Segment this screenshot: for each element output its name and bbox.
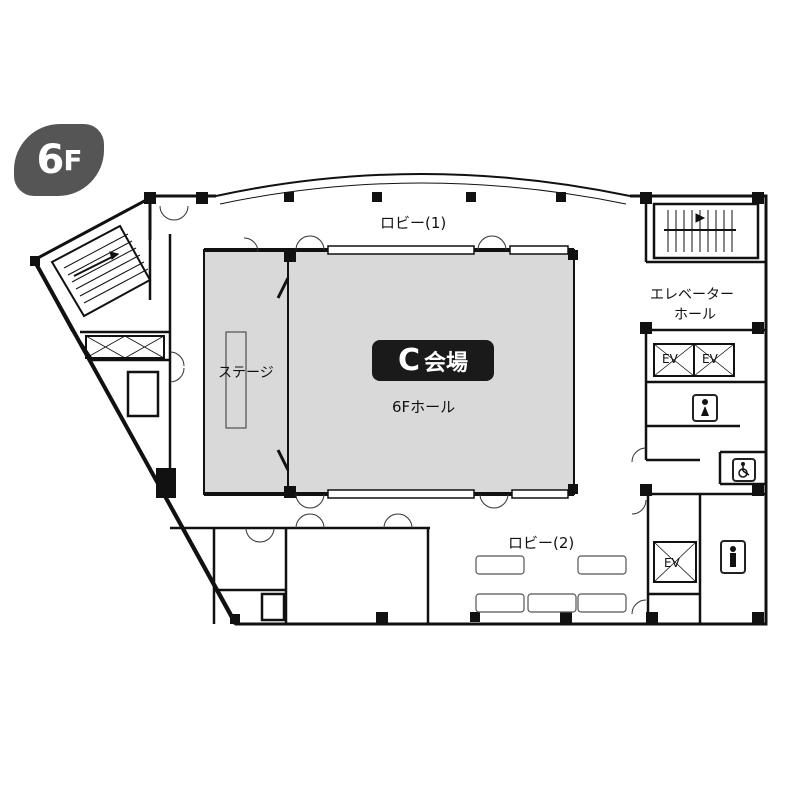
lobby2-label: ロビー(2) — [508, 534, 575, 552]
building-outline — [31, 173, 768, 626]
womens-restroom-icon — [692, 394, 718, 422]
venue-badge: C 会場 — [372, 340, 494, 381]
interior-walls — [80, 196, 766, 624]
hall-windows — [327, 245, 569, 499]
elevator-hall-label-line1: エレベーター — [650, 287, 734, 303]
hall-name-label: 6Fホール — [392, 398, 456, 416]
floor-suffix: F — [63, 143, 82, 177]
elevator-hall-label-line2: ホール — [674, 307, 716, 323]
stairs-icon-right — [664, 210, 736, 252]
mens-restroom-icon — [720, 540, 746, 574]
stairs-icon — [50, 224, 152, 318]
lobby1-label: ロビー(1) — [380, 214, 447, 232]
doors — [159, 205, 647, 615]
elevator-icon — [85, 335, 735, 583]
venue-name: 会場 — [424, 350, 469, 376]
floor-number: 6 — [36, 137, 65, 183]
elevator-label-1: EV — [662, 352, 678, 366]
accessible-restroom-icon — [732, 458, 756, 482]
lobby-benches — [475, 555, 627, 613]
venue-letter: C — [397, 343, 420, 378]
elevator-label-3: EV — [664, 556, 680, 570]
stage-label: ステージ — [218, 365, 274, 381]
elevator-label-2: EV — [702, 352, 718, 366]
columns — [30, 192, 764, 624]
